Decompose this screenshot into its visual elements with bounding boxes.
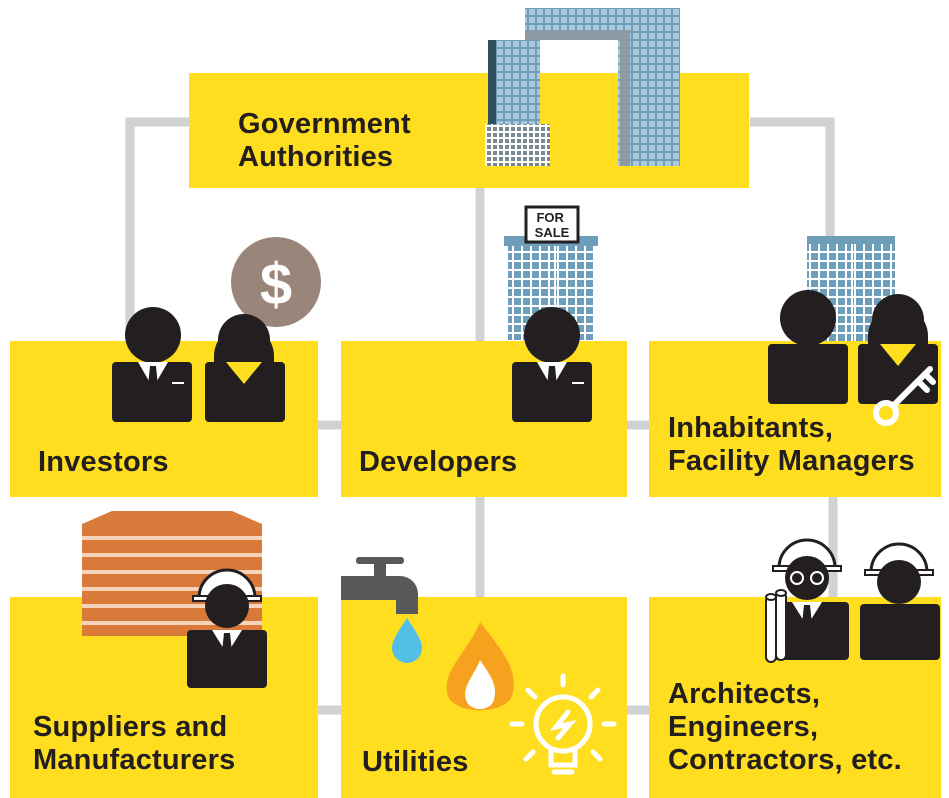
- dollar-coin-icon: $: [231, 237, 321, 327]
- label-government: Government Authorities: [238, 108, 411, 173]
- investor-man-figure: [112, 307, 192, 422]
- developer-man-figure: [512, 307, 592, 422]
- label-suppliers: Suppliers and Manufacturers: [33, 711, 236, 776]
- architect-worker-figure: [767, 538, 849, 660]
- connector-government-investors: [125, 117, 190, 342]
- label-architects: Architects, Engineers, Contractors, etc.: [668, 678, 902, 776]
- house-key-icon: [873, 366, 936, 426]
- light-bulb-icon: [509, 673, 617, 775]
- government-towers-icon: [485, 8, 680, 166]
- sign-line-2: SALE: [535, 225, 570, 240]
- supplier-worker-figure: [187, 568, 267, 688]
- label-investors: Investors: [38, 446, 169, 478]
- coin-symbol: $: [260, 252, 292, 317]
- investor-woman-figure: [205, 314, 285, 422]
- label-utilities: Utilities: [362, 746, 469, 778]
- sign-line-1: FOR: [536, 210, 564, 225]
- svg-text:FOR SALE: FOR SALE: [535, 210, 570, 240]
- blueprint-rolls-icon: [765, 589, 787, 663]
- water-tap-icon: [341, 557, 422, 663]
- engineer-worker-figure: [860, 542, 940, 660]
- inhabitant-man-figure: [768, 290, 848, 404]
- inhabitant-woman-figure: [858, 294, 938, 404]
- label-developers: Developers: [359, 446, 518, 478]
- flame-icon: [446, 622, 514, 711]
- label-inhabitants: Inhabitants, Facility Managers: [668, 412, 915, 477]
